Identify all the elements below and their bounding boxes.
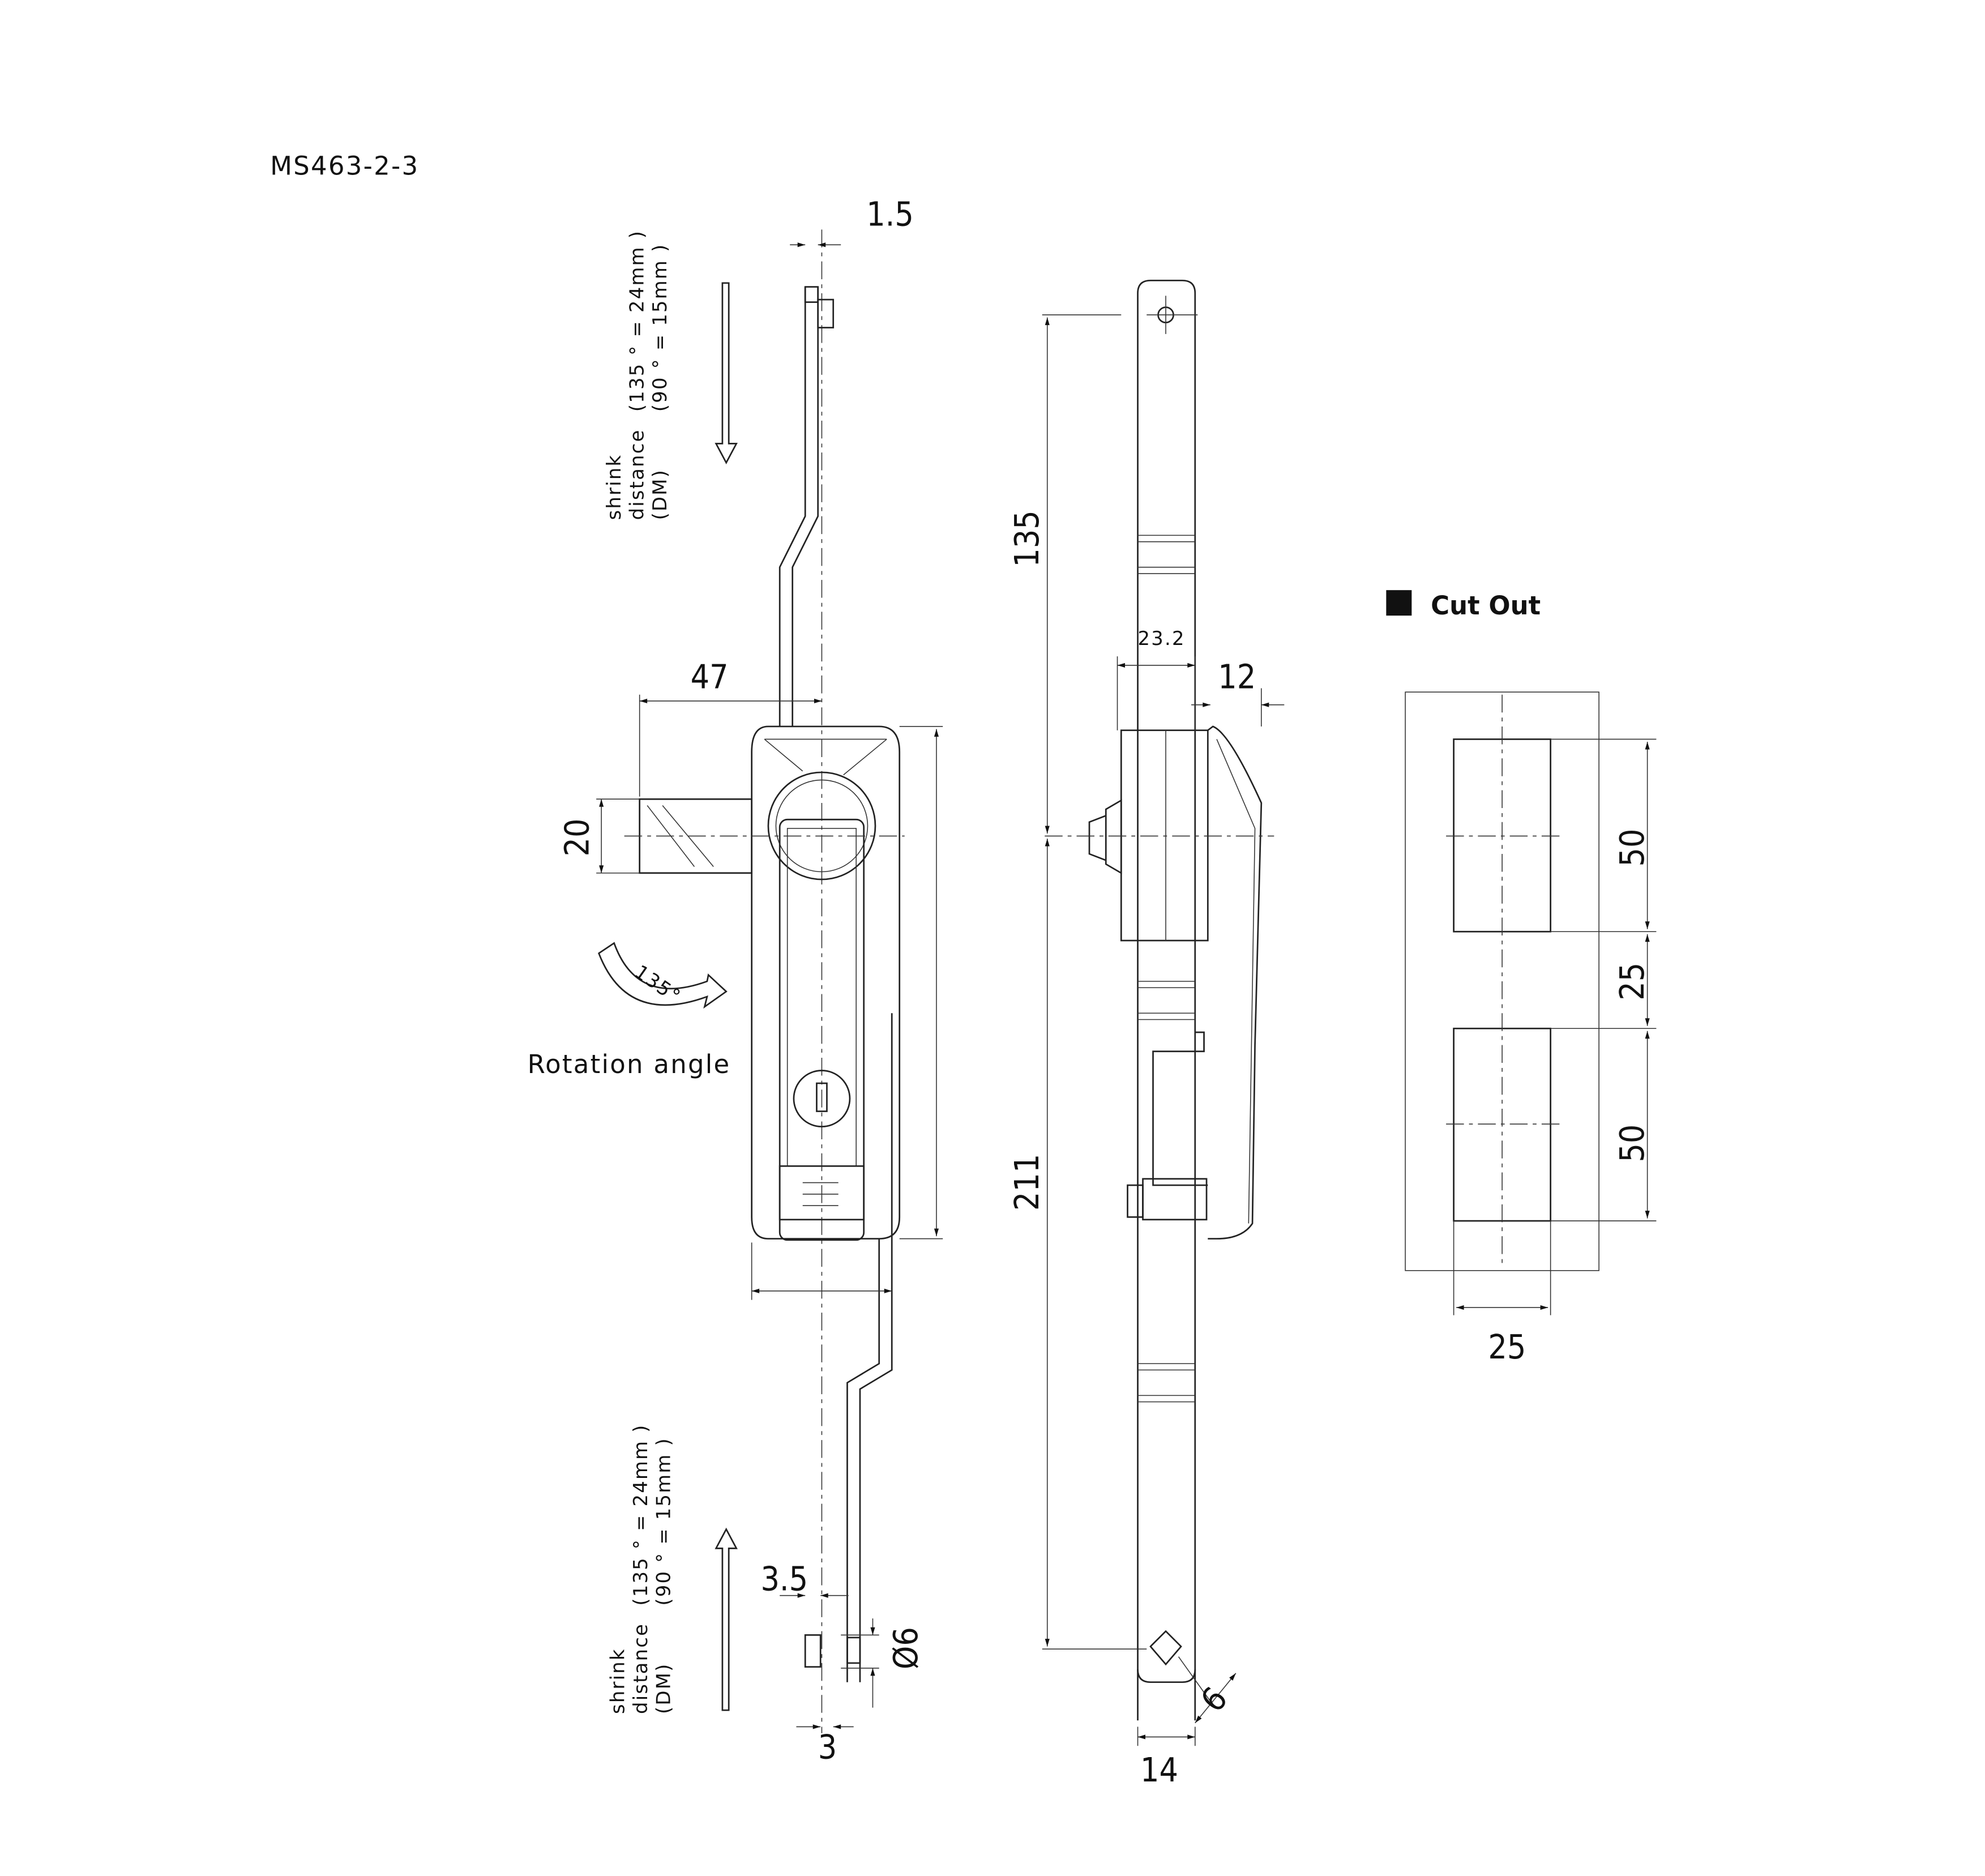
distance-label: distance <box>630 1623 652 1714</box>
dim-cutout-25-width: 25 <box>1488 1328 1526 1366</box>
side-dimensions: 135 211 23.2 12 14 6 <box>1008 314 1285 1789</box>
dim-cutout-50-top: 50 <box>1613 829 1652 867</box>
shrink-value-135: (135 ° = 24mm ) <box>630 1424 652 1605</box>
dim-14: 14 <box>1140 1751 1178 1789</box>
dim-cutout-25-gap: 25 <box>1613 963 1652 1001</box>
dim-47: 47 <box>691 657 729 696</box>
cut-out-legend-icon <box>1386 590 1412 616</box>
shrink-note-top: shrink distance (DM) (135 ° = 24mm ) (90… <box>603 230 738 520</box>
side-view <box>1045 279 1274 1721</box>
front-dimensions: 1.5 47 20 3.5 Ø6 3 <box>558 195 943 1767</box>
rotation-arrow-icon <box>598 942 728 1009</box>
dim-3-5: 3.5 <box>760 1560 808 1599</box>
rotation-angle-label: Rotation angle <box>528 1049 731 1079</box>
rotation-angle-value: 135° <box>631 960 685 1008</box>
shrink-value-90: (90 ° = 15mm ) <box>649 243 671 412</box>
dim-20: 20 <box>558 819 597 857</box>
dim-square-6: 6 <box>1193 1680 1235 1719</box>
shrink-label: shrink <box>607 1648 629 1714</box>
dim-211: 211 <box>1008 1154 1046 1211</box>
dm-label: (DM) <box>649 469 671 520</box>
shrink-label: shrink <box>603 454 625 520</box>
dim-135: 135 <box>1008 510 1046 567</box>
dim-1-5: 1.5 <box>866 195 914 234</box>
dim-12: 12 <box>1218 657 1256 696</box>
shrink-value-135: (135 ° = 24mm ) <box>626 230 648 412</box>
shrink-note-bottom: shrink distance (DM) (135 ° = 24mm ) (90… <box>607 1424 738 1714</box>
dim-cutout-50-bottom: 50 <box>1613 1125 1652 1163</box>
distance-label: distance <box>626 429 648 520</box>
dm-label: (DM) <box>653 1663 675 1713</box>
dim-3: 3 <box>818 1728 837 1767</box>
drawing-title: MS463-2-3 <box>270 151 419 181</box>
shrink-value-90: (90 ° = 15mm ) <box>653 1437 675 1606</box>
dim-diameter-6: Ø6 <box>887 1627 925 1669</box>
cut-out-label: Cut Out <box>1431 591 1541 621</box>
front-view <box>624 229 905 1733</box>
rotation-indicator: 135° Rotation angle <box>528 942 731 1079</box>
cut-out-view: Cut Out 50 25 50 25 <box>1386 590 1657 1366</box>
dim-23-2: 23.2 <box>1138 627 1186 649</box>
